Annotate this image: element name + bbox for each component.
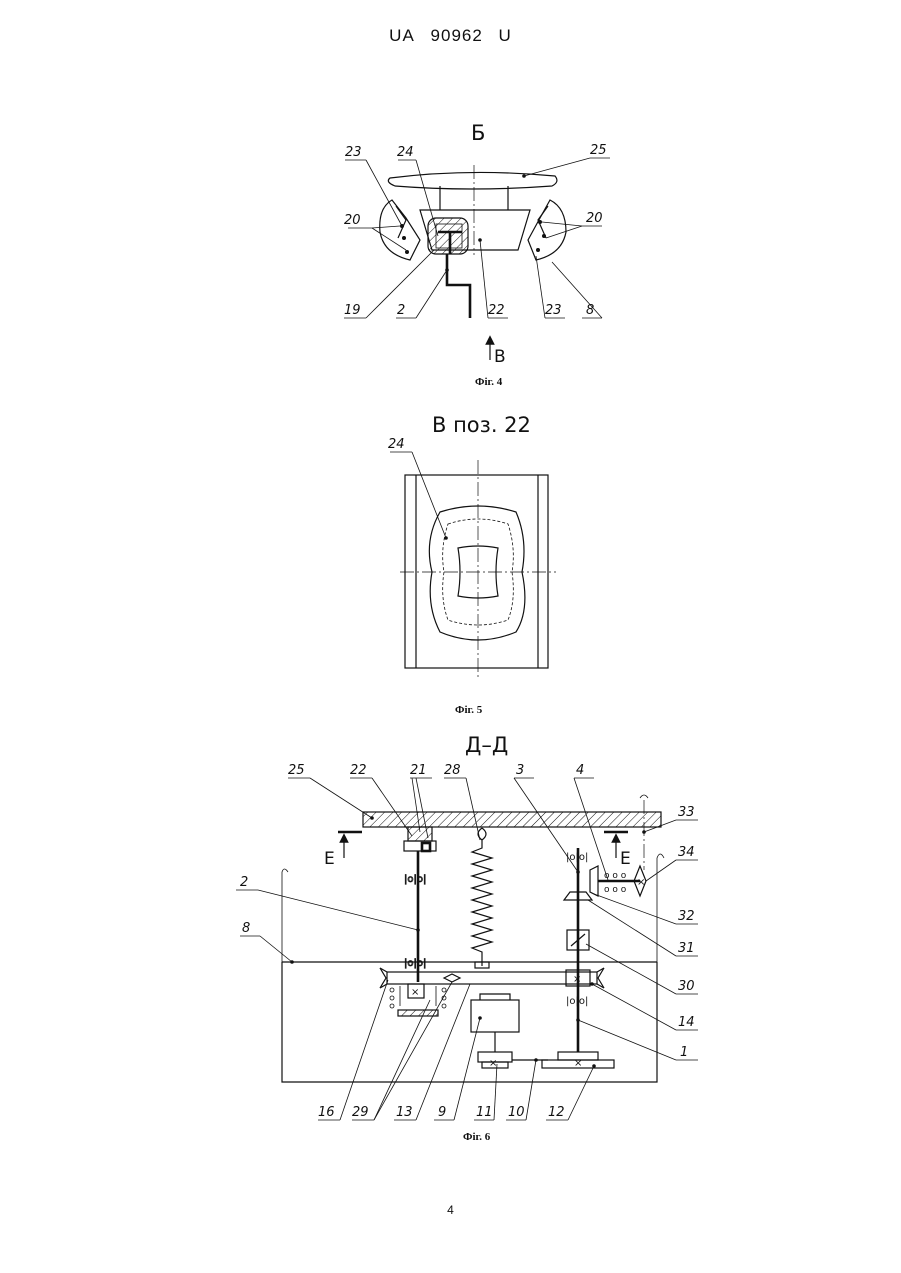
fig4-label-24: 24 xyxy=(397,145,414,160)
fig6-label-2: 2 xyxy=(240,875,248,890)
svg-text:×: × xyxy=(574,1058,582,1069)
figure-4: Б xyxy=(344,121,610,388)
fig6-label-4: 4 xyxy=(576,763,584,778)
fig4-label-19: 19 xyxy=(344,303,361,318)
svg-text:×: × xyxy=(411,987,419,998)
fig6-label-16: 16 xyxy=(318,1105,335,1120)
fig4-caption: Фіг. 4 xyxy=(475,376,503,388)
svg-text:|o|o|: |o|o| xyxy=(566,852,588,863)
fig6-label-30: 30 xyxy=(678,979,695,994)
fig5-label-24: 24 xyxy=(388,437,405,452)
fig4-plate-25 xyxy=(388,172,557,189)
fig6-label-3: 3 xyxy=(516,763,524,778)
fig6-caption: Фіг. 6 xyxy=(463,1131,491,1143)
fig6-label-32: 32 xyxy=(678,909,695,924)
svg-text:|o|o|: |o|o| xyxy=(404,874,426,885)
fig4-right-bracket-8 xyxy=(528,200,566,260)
svg-text:o o o: o o o xyxy=(604,871,627,881)
fig4-label-23a: 23 xyxy=(345,145,362,160)
fig4-label-22: 22 xyxy=(488,303,505,318)
fig6-label-21: 21 xyxy=(410,763,427,778)
fig6-section-mark-right-label: Е xyxy=(620,849,631,869)
fig4-label-20a: 20 xyxy=(344,213,361,228)
page-number: 4 xyxy=(0,1203,901,1217)
fig6-label-33: 33 xyxy=(678,805,695,820)
svg-text:|o|o|: |o|o| xyxy=(566,996,588,1007)
fig6-bevel-gear-32 xyxy=(590,866,598,896)
fig6-motor-9 xyxy=(471,1000,519,1032)
fig6-plate-25 xyxy=(363,812,661,827)
fig4-view-label: Б xyxy=(471,121,485,145)
fig4-label-25: 25 xyxy=(590,143,607,158)
fig6-label-10: 10 xyxy=(508,1105,525,1120)
fig6-label-14: 14 xyxy=(678,1015,695,1030)
svg-text:×: × xyxy=(573,974,581,985)
svg-text:×: × xyxy=(637,877,645,888)
fig6-label-31: 31 xyxy=(678,941,695,956)
fig6-label-12: 12 xyxy=(548,1105,565,1120)
fig6-label-8: 8 xyxy=(242,921,250,936)
figure-5: В поз. 22 24 Фіг. 5 xyxy=(388,413,556,716)
fig6-label-1: 1 xyxy=(680,1045,688,1060)
fig6-label-28: 28 xyxy=(444,763,461,778)
fig6-section-mark-left-label: Е xyxy=(324,849,335,869)
fig4-label-23b: 23 xyxy=(545,303,562,318)
fig5-caption: Фіг. 5 xyxy=(455,704,483,716)
fig4-label-20b: 20 xyxy=(586,211,603,226)
figure-6: Д–Д Е Е |o|o| |o|o| × xyxy=(236,733,698,1143)
fig6-label-13: 13 xyxy=(396,1105,413,1120)
fig6-label-9: 9 xyxy=(438,1105,446,1120)
fig5-plate-outline xyxy=(405,475,548,668)
fig4-label-8: 8 xyxy=(586,303,594,318)
fig6-label-25: 25 xyxy=(288,763,305,778)
fig6-label-29: 29 xyxy=(352,1105,369,1120)
fig4-arrow-label: В xyxy=(494,347,506,367)
fig4-left-bracket xyxy=(380,200,420,260)
fig4-label-2: 2 xyxy=(397,303,405,318)
fig6-slider-22 xyxy=(408,827,432,841)
fig6-label-11: 11 xyxy=(476,1105,493,1120)
fig6-section-label: Д–Д xyxy=(465,733,508,757)
svg-text:|o|o|: |o|o| xyxy=(404,958,426,969)
fig6-housing-8 xyxy=(282,962,657,1082)
fig6-label-22: 22 xyxy=(350,763,367,778)
svg-text:o o o: o o o xyxy=(604,885,627,895)
svg-text:×: × xyxy=(489,1058,497,1069)
fig6-label-34: 34 xyxy=(678,845,695,860)
fig5-view-label: В поз. 22 xyxy=(432,413,531,437)
fig4-rod-2 xyxy=(447,254,470,318)
fig6-spring-28 xyxy=(472,828,492,966)
